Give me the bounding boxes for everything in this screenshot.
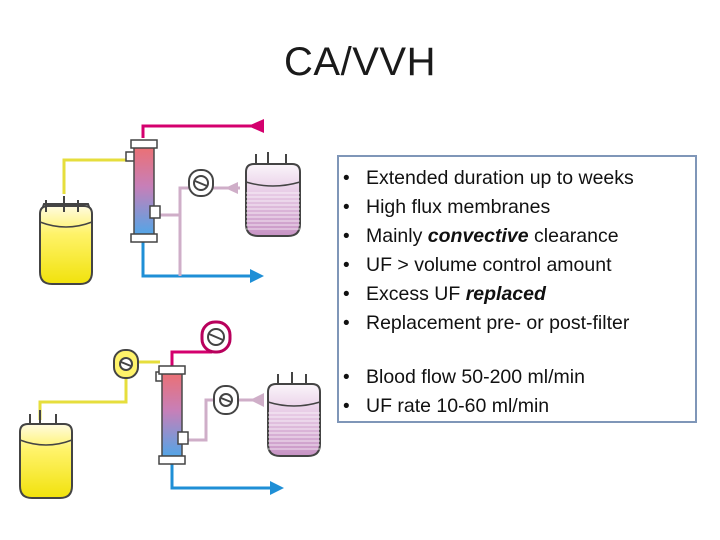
blood-outlet-line <box>141 232 254 278</box>
effluent-arrow-2 <box>250 393 264 407</box>
list-item: High flux membranes <box>339 193 694 222</box>
list-item: Mainly convective clearance <box>339 222 694 251</box>
replacement-line-2 <box>38 360 160 420</box>
bullet-list-features: Extended duration up to weeks High flux … <box>339 164 694 338</box>
list-item: Extended duration up to weeks <box>339 164 694 193</box>
blood-inlet-line <box>141 124 252 138</box>
bullet-box: Extended duration up to weeks High flux … <box>337 155 697 423</box>
blood-outlet-arrow <box>250 269 264 283</box>
list-item: Replacement pre- or post-filter <box>339 309 694 338</box>
effluent-bag-2 <box>267 372 321 457</box>
blood-pump-icon <box>200 320 232 354</box>
bullet-list-rates: Blood flow 50-200 ml/min UF rate 10-60 m… <box>339 363 694 421</box>
replacement-line <box>62 158 131 194</box>
ultrafiltrate-pump-icon <box>188 169 214 197</box>
blood-inlet-line-2 <box>170 350 212 368</box>
blood-inlet-arrow <box>248 119 264 133</box>
list-item: UF > volume control amount <box>339 251 694 280</box>
replacement-pump-icon <box>113 349 139 379</box>
page-title: CA/VVH <box>284 40 436 84</box>
list-item: Excess UF replaced <box>339 280 694 309</box>
top-circuit <box>39 119 301 285</box>
effluent-arrow <box>225 182 238 194</box>
blood-outlet-arrow-2 <box>270 481 284 495</box>
hemofilter <box>125 139 161 243</box>
effluent-bag <box>245 152 301 237</box>
list-item: UF rate 10-60 ml/min <box>339 392 694 421</box>
bottom-circuit <box>19 320 321 499</box>
replacement-fluid-bag <box>39 196 93 285</box>
hemofilter-2 <box>155 365 189 465</box>
ultrafiltrate-pump-icon-2 <box>213 385 239 415</box>
replacement-fluid-bag-2 <box>19 410 73 499</box>
blood-outlet-line-2 <box>170 460 270 490</box>
list-item: Blood flow 50-200 ml/min <box>339 363 694 392</box>
